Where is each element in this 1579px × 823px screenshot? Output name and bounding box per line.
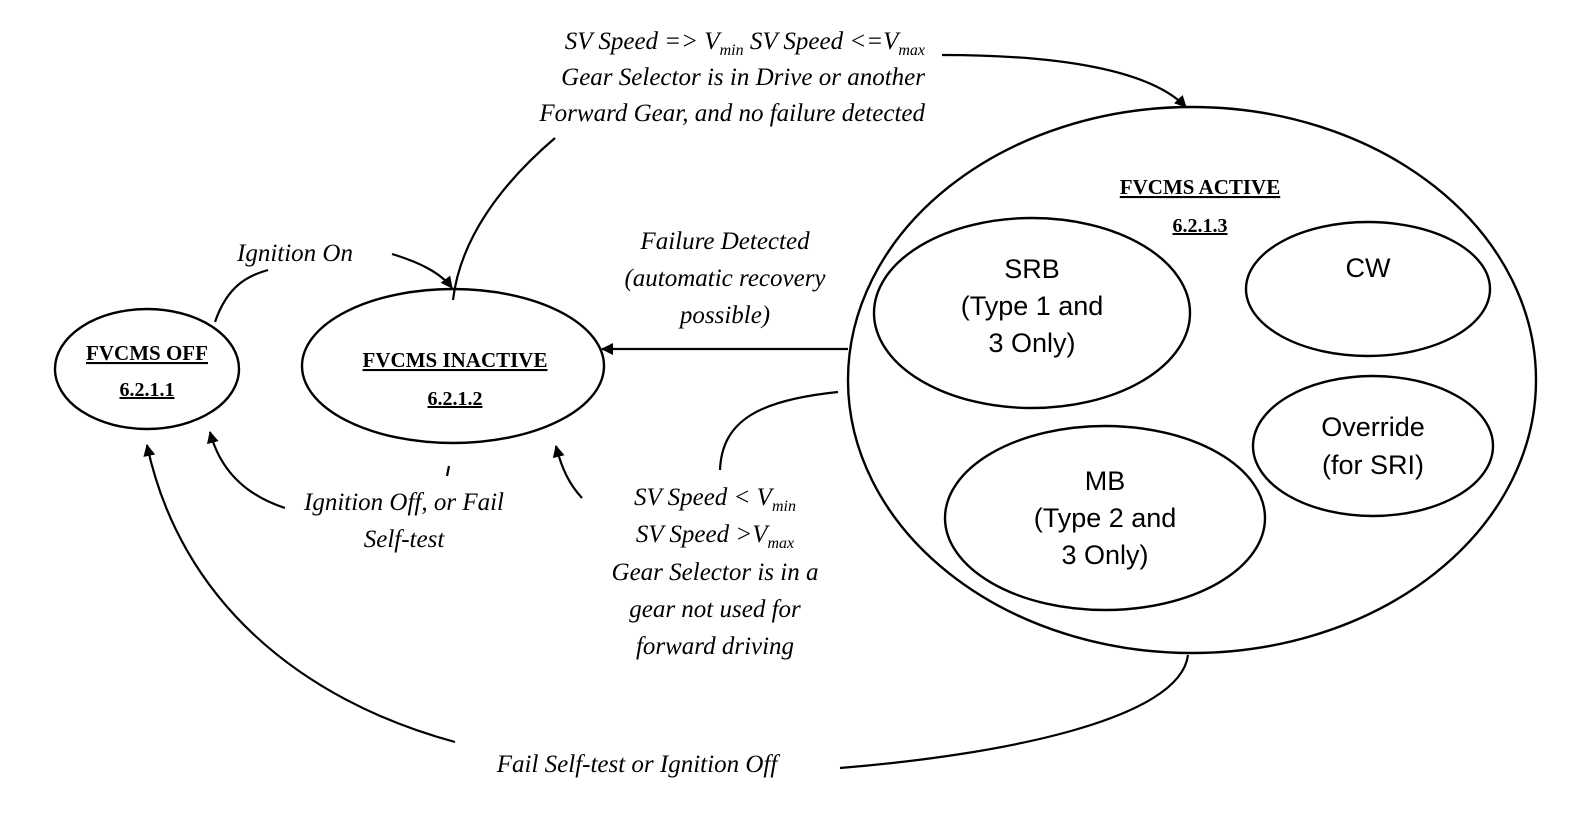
edge-ignition-on-arrow [391,252,453,289]
label-inactive-to-active-line3: Forward Gear, and no failure detected [538,100,925,127]
substate-mb-node [943,424,1267,612]
edge-active-to-off-arc [839,654,1190,770]
state-inactive-name: FVCMS INACTIVE [363,348,548,372]
label-failure-detected-3: possible) [678,302,770,329]
state-inactive-node [300,287,606,445]
substate-srb-label-1: SRB [1004,254,1060,284]
label-inactive-to-off-2: Self-test [364,526,446,553]
label-inactive-to-active-line1: SV Speed => Vmin SV Speed <=Vmax [565,28,925,59]
label-active-to-inactive-line3: Gear Selector is in a [612,559,819,586]
state-active-id: 6.2.1.3 [1173,215,1228,237]
label-active-to-inactive-line5: forward driving [636,633,794,660]
edge-inactive-to-active-arrow [941,53,1187,108]
substate-override-node [1251,374,1495,518]
state-off-id: 6.2.1.1 [120,379,175,401]
substate-cw-label: CW [1346,253,1391,283]
edge-active-to-inactive-arrow [552,445,583,499]
label-failure-detected-2: (automatic recovery [624,265,826,292]
state-inactive-id: 6.2.1.2 [428,388,483,410]
substate-srb-label-2: (Type 1 and [961,291,1104,321]
substate-mb-label-1: MB [1085,466,1126,496]
label-failure-detected-1: Failure Detected [639,228,810,255]
label-active-to-inactive-line4: gear not used for [629,596,801,623]
substate-srb-label-3: 3 Only) [988,328,1075,358]
label-ignition-on: Ignition On [236,240,353,267]
substate-srb-node [872,216,1192,410]
label-active-to-off: Fail Self-test or Ignition Off [496,751,781,778]
label-active-to-inactive-line2: SV Speed >Vmax [636,521,794,552]
label-inactive-to-active-line2: Gear Selector is in Drive or another [561,64,925,91]
edge-inactive-to-active-arc [451,137,556,301]
edge-inactive-to-off-arrow [207,431,286,510]
substate-override-label-1: Override [1321,412,1425,442]
edge-ignition-on [213,268,269,323]
edge-active-to-off-arrow [143,444,456,744]
state-off-name: FVCMS OFF [86,341,208,365]
label-inactive-to-off-1: Ignition Off, or Fail [303,489,504,516]
label-active-to-inactive-line1: SV Speed < Vmin [634,484,796,515]
state-active-name: FVCMS ACTIVE [1120,175,1280,199]
substate-override-label-2: (for SRI) [1322,450,1424,480]
substate-mb-label-3: 3 Only) [1061,540,1148,570]
state-off-node [53,307,241,431]
edge-inactive-to-off-tick [445,465,451,477]
substate-mb-label-2: (Type 2 and [1034,503,1177,533]
substate-cw-node [1244,220,1492,358]
edge-active-to-inactive-arc [718,390,839,471]
